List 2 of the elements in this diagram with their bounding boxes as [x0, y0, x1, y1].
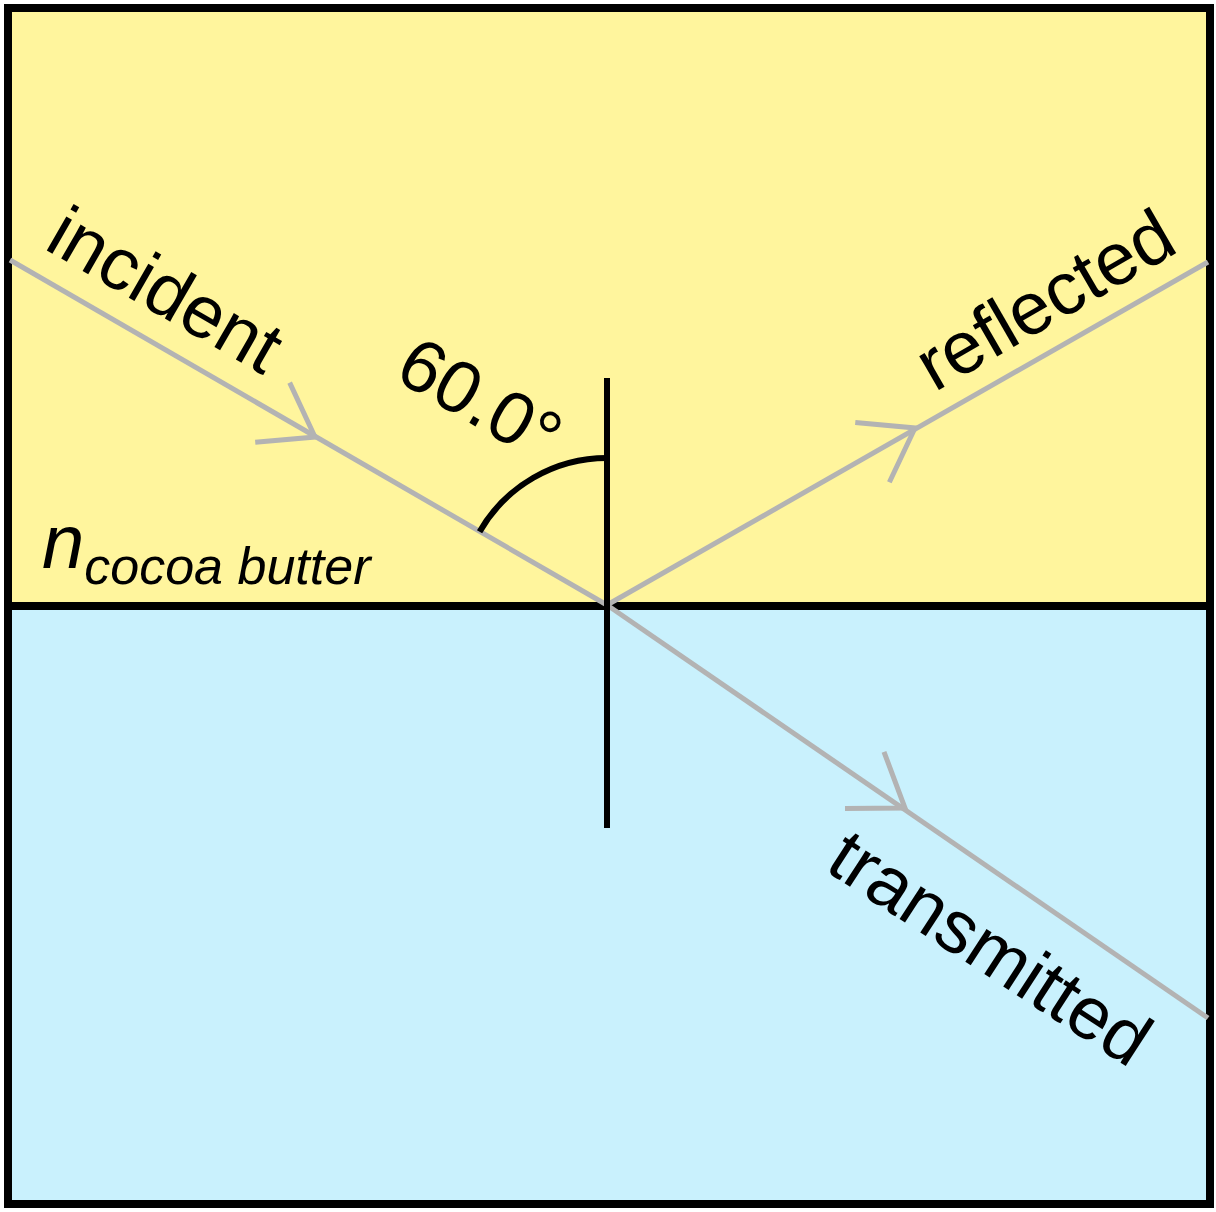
refractive-index-label: n$_{cocoa butter}$	[42, 500, 371, 596]
angle-label: 60.0°	[386, 324, 574, 476]
